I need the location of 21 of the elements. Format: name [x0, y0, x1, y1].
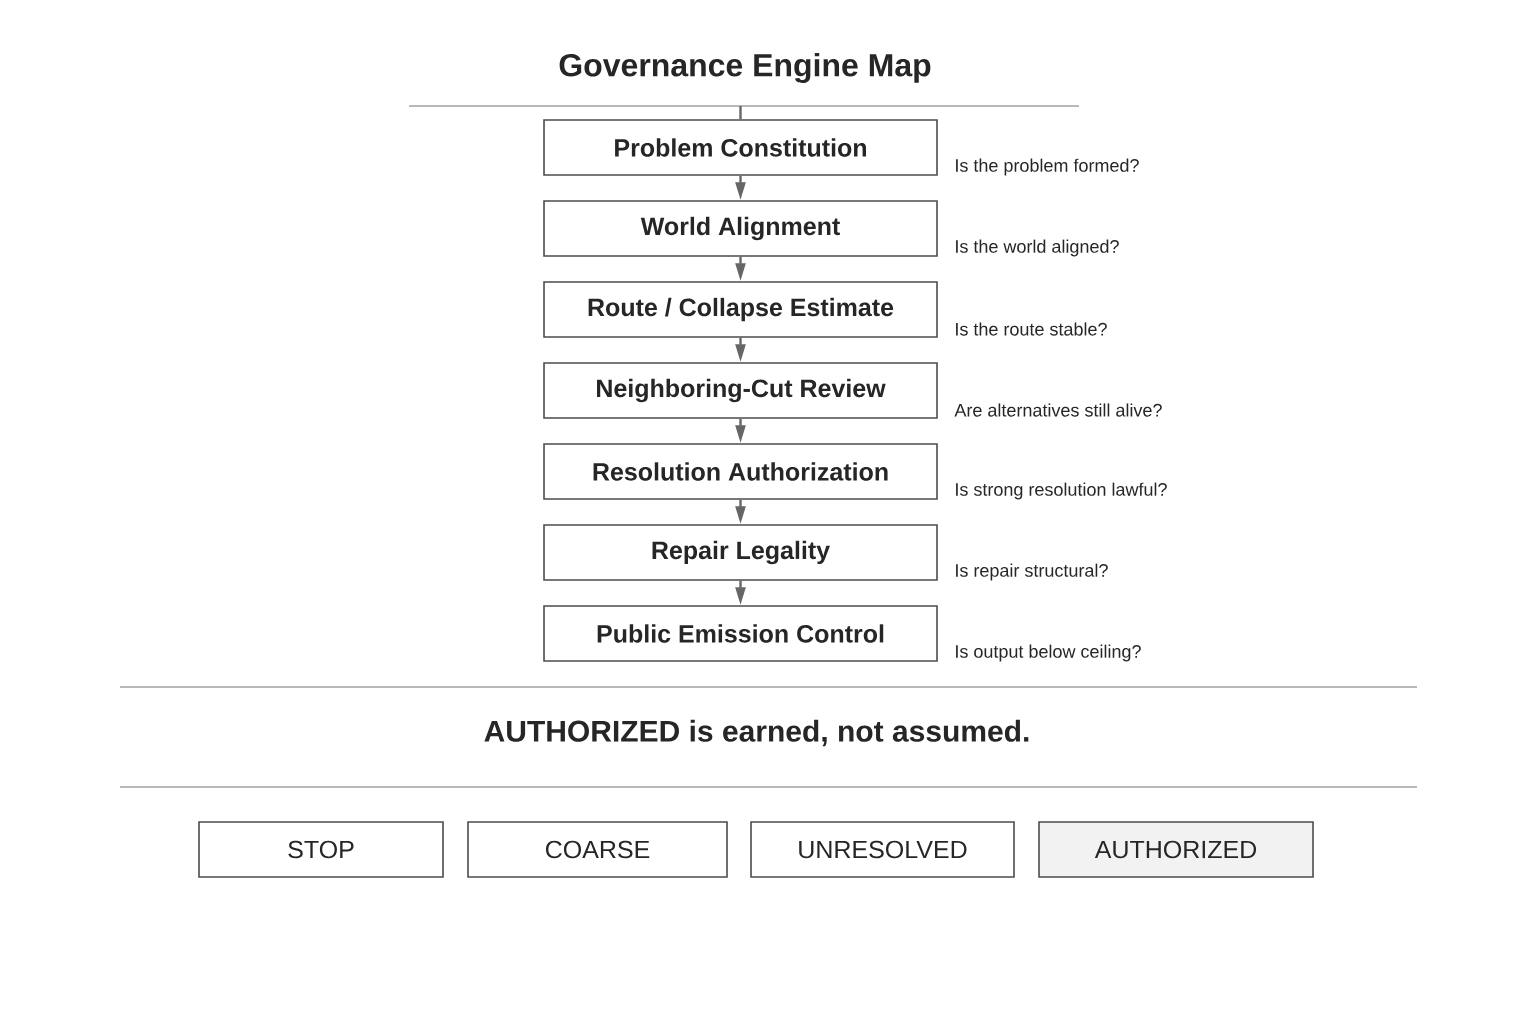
process-box: Neighboring-Cut Review	[543, 362, 938, 419]
process-box: Resolution Authorization	[543, 443, 938, 500]
question-text: Is strong resolution lawful?	[956, 482, 1167, 500]
question-text: Is the problem formed?	[956, 158, 1139, 176]
status-box: STOP	[198, 821, 444, 878]
question-text: Is repair structural?	[956, 563, 1108, 581]
title: Governance Engine Map	[559, 53, 931, 83]
status-box: UNRESOLVED	[750, 821, 1015, 878]
tagline: AUTHORIZED is earned, not assumed.	[484, 719, 1029, 747]
question-text: Is output below ceiling?	[956, 644, 1141, 662]
question-text: Is the route stable?	[956, 322, 1107, 336]
status-box: COARSE	[467, 821, 728, 878]
process-box: Route / Collapse Estimate	[543, 281, 938, 338]
question-text: Is the world aligned?	[956, 239, 1119, 257]
process-box: Problem Constitution	[543, 119, 938, 176]
status-box: AUTHORIZED	[1038, 821, 1314, 878]
process-box: Repair Legality	[543, 524, 938, 581]
process-box: Public Emission Control	[543, 605, 938, 662]
process-box: World Alignment	[543, 200, 938, 257]
connector-line	[739, 106, 742, 120]
question-text: Are alternatives still alive?	[954, 403, 1162, 417]
